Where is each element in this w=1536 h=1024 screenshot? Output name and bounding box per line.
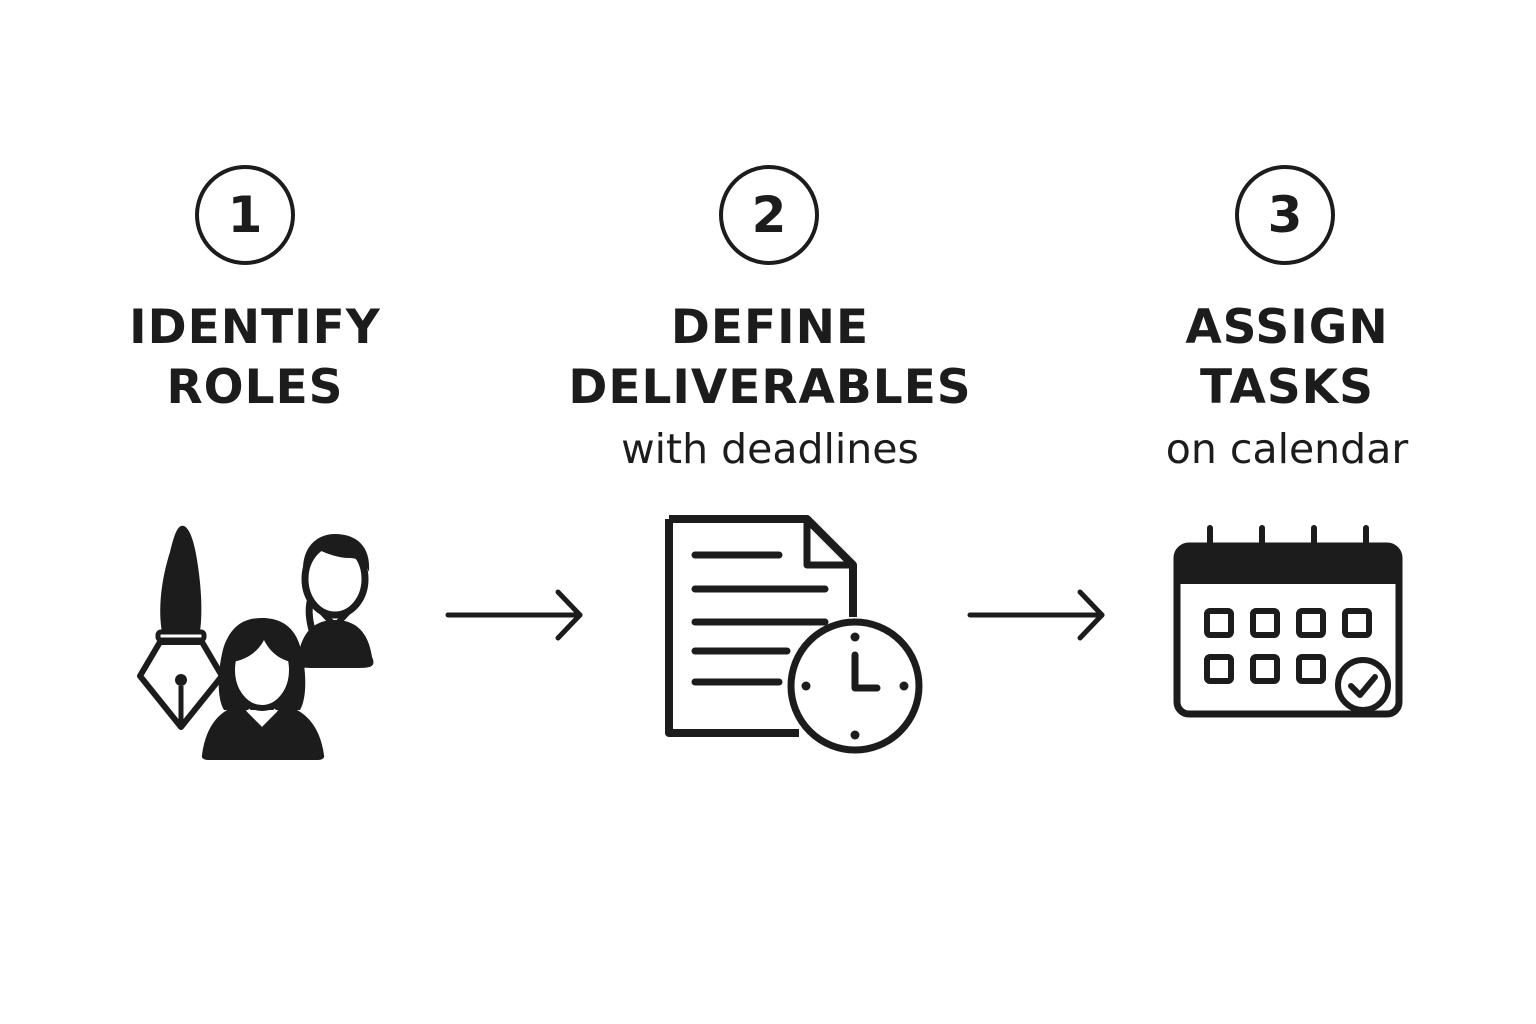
arrow-right-icon — [967, 589, 1105, 641]
step-3-number-badge: 3 — [1235, 165, 1335, 265]
step-1-number-badge: 1 — [195, 165, 295, 265]
step-3-subtitle: on calendar — [1165, 425, 1409, 473]
step-1-title-line-1: IDENTIFY — [129, 300, 381, 355]
arrow-right-icon — [445, 589, 583, 641]
calendar-check-icon — [1173, 525, 1403, 718]
document-clock-icon — [665, 515, 923, 754]
step-2-title-line-2: DELIVERABLES — [568, 360, 972, 415]
step-2-number-badge: 2 — [719, 165, 819, 265]
step-3-title-line-2: TASKS — [1200, 360, 1374, 415]
step-2-subtitle: with deadlines — [621, 425, 919, 473]
step-1-title-line-2: ROLES — [166, 360, 344, 415]
step-2-title: DEFINE DELIVERABLES — [520, 298, 1020, 418]
step-2-title-line-1: DEFINE — [670, 300, 870, 355]
roles-pen-people-icon — [137, 525, 374, 760]
step-3-title-line-1: ASSIGN — [1185, 300, 1389, 355]
step-3-title: ASSIGN TASKS — [1087, 298, 1487, 418]
step-1-title: IDENTIFY ROLES — [55, 298, 455, 418]
